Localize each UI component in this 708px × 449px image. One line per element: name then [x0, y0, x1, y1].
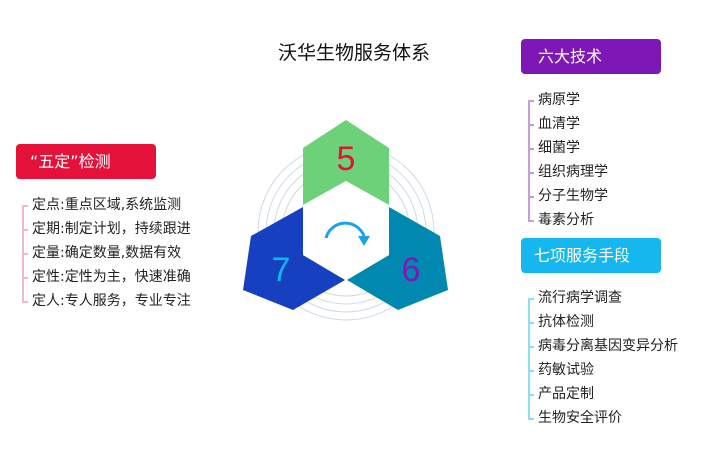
list-item: 病原学 — [528, 88, 608, 112]
list-item: 定性:定性为主，快速准确 — [22, 265, 191, 289]
list-item: 生物安全评价 — [528, 406, 678, 430]
list-item: 血清学 — [528, 112, 608, 136]
list-item: 流行病学调查 — [528, 286, 678, 310]
center-hexagon — [303, 181, 389, 280]
six-tech-list: 病原学 血清学 细菌学 组织病理学 分子生物学 毒素分析 — [528, 88, 608, 232]
list-item: 组织病理学 — [528, 160, 608, 184]
number-6: 6 — [402, 251, 421, 289]
arrow-head-icon — [358, 236, 370, 246]
list-item: 毒素分析 — [528, 208, 608, 232]
number-5: 5 — [337, 140, 356, 178]
page-title: 沃华生物服务体系 — [277, 42, 430, 64]
list-item: 定期:制定计划，持续跟进 — [22, 217, 191, 241]
list-item: 产品定制 — [528, 382, 678, 406]
cycle-arrow-icon — [324, 221, 366, 239]
list-item: 分子生物学 — [528, 184, 608, 208]
bracket-line — [528, 298, 530, 419]
list-item: 病毒分离基因变异分析 — [528, 334, 678, 358]
seven-service-list: 流行病学调查 抗体检测 病毒分离基因变异分析 药敏试验 产品定制 生物安全评价 — [528, 286, 678, 430]
green-segment — [303, 120, 389, 205]
list-item: 细菌学 — [528, 136, 608, 160]
bracket-line — [528, 100, 530, 221]
six-tech-tag: 六大技术 — [521, 39, 661, 74]
list-item: 抗体检测 — [528, 310, 678, 334]
list-item: 定量:确定数量,数据有效 — [22, 241, 191, 265]
list-item: 药敏试验 — [528, 358, 678, 382]
list-item: 定点:重点区域,系统监测 — [22, 193, 191, 217]
blue-segment — [243, 207, 345, 310]
five-fixed-list: 定点:重点区域,系统监测 定期:制定计划，持续跟进 定量:确定数量,数据有效 定… — [22, 193, 191, 313]
five-fixed-tag: “五定”检测 — [16, 144, 156, 179]
seven-service-tag: 七项服务手段 — [521, 238, 661, 273]
list-item: 定人:专人服务，专业专注 — [22, 289, 191, 313]
number-7: 7 — [272, 251, 291, 289]
teal-segment — [347, 207, 448, 310]
